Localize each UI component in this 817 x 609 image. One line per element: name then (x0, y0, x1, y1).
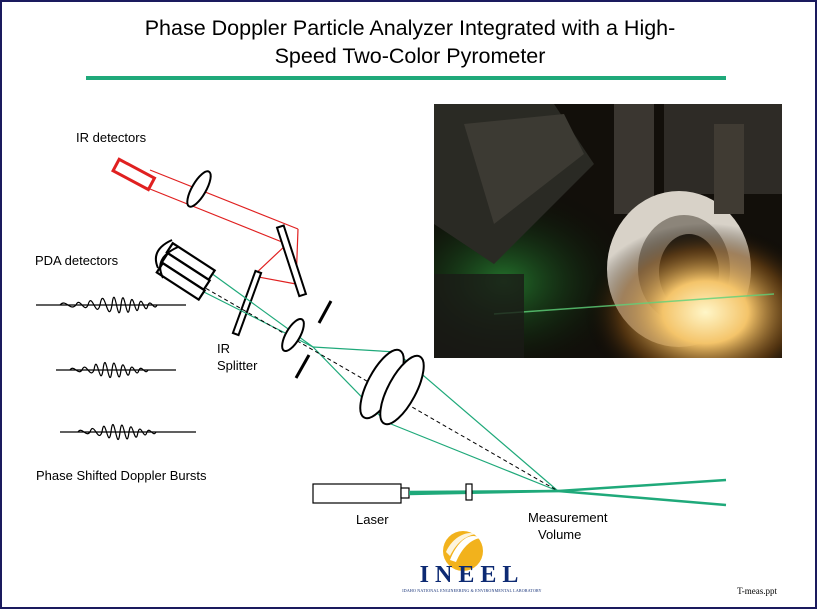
title-underline (86, 76, 726, 80)
collection-lens-2 (379, 354, 425, 426)
doppler-burst-2 (56, 362, 176, 378)
title-line-1: Phase Doppler Particle Analyzer Integrat… (144, 16, 676, 40)
logo-subtitle: IDAHO NATIONAL ENGINEERING & ENVIRONMENT… (402, 588, 542, 593)
logo-emblem (443, 531, 483, 571)
pda-detectors-label: PDA detectors (35, 253, 119, 268)
aperture-lower (294, 354, 311, 379)
ineel-logo: INEEL IDAHO NATIONAL ENGINEERING & ENVIR… (392, 530, 552, 594)
doppler-bursts-label: Phase Shifted Doppler Bursts (36, 468, 207, 483)
slide-title: Phase Doppler Particle Analyzer Integrat… (60, 14, 760, 70)
ir-detectors-label: IR detectors (76, 130, 147, 145)
footer-filename: T-meas.ppt (737, 586, 777, 596)
measurement-label: Measurement (528, 510, 608, 525)
ir-label: IR (217, 341, 230, 356)
pda-detectors (155, 241, 217, 302)
title-line-2: Speed Two-Color Pyrometer (274, 44, 546, 68)
doppler-burst-3 (60, 424, 196, 440)
laser-beams (408, 478, 727, 507)
laser-nozzle (400, 487, 410, 499)
ir-lens (186, 170, 212, 208)
aperture-upper (317, 300, 333, 324)
pda-lens (281, 318, 305, 352)
volume-label: Volume (538, 527, 582, 542)
doppler-burst-1 (36, 296, 186, 314)
pda-curves (154, 239, 179, 279)
laser-label: Laser (356, 512, 389, 527)
splitter-label: Splitter (217, 358, 258, 373)
ir-mirror (275, 224, 308, 298)
laser-lens (465, 483, 473, 501)
laser-body (312, 483, 402, 504)
logo-wordmark: INEEL (419, 562, 525, 588)
apparatus-photo (434, 104, 782, 358)
ir-splitter-plate (231, 269, 263, 337)
ir-detector-box (111, 157, 157, 192)
